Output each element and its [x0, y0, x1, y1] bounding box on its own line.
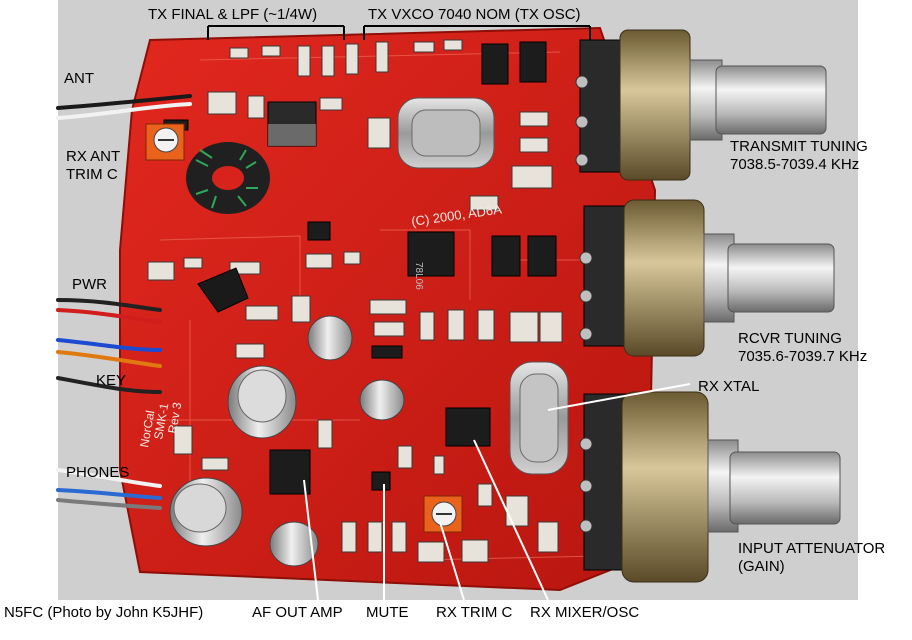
tx-crystal	[397, 97, 495, 169]
toroid-inductor	[186, 142, 270, 214]
transmit-tuning-label-line1: TRANSMIT TUNING	[730, 138, 868, 155]
input-attenuator-pot	[579, 391, 841, 583]
input-attenuator-label-line1: INPUT ATTENUATOR	[738, 540, 886, 557]
board-reg-text: 78L06	[413, 262, 424, 290]
wires	[56, 94, 192, 510]
transistor	[197, 267, 249, 313]
rcvr-tuning-label-line2: 7035.6-7039.7 KHz	[738, 348, 868, 365]
key-label: KEY	[96, 372, 127, 389]
phones-label: PHONES	[66, 464, 130, 481]
smd-components	[147, 39, 563, 563]
rcvr-tuning-pot	[579, 199, 835, 357]
rx-xtal-label: RX XTAL	[698, 378, 760, 395]
board-brand-text: NorCal	[137, 409, 157, 448]
tx-final-label: TX FINAL & LPF (~1/4W)	[148, 6, 318, 23]
rx-crystal	[509, 361, 569, 475]
rx-ant-trim-label-line2: TRIM C	[66, 166, 118, 183]
rx-ant-trim-cap	[145, 123, 185, 161]
tx-vxco-label: TX VXCO 7040 NOM (TX OSC)	[368, 6, 581, 23]
transmit-tuning-pot	[575, 29, 827, 181]
rx-trim-c-label: RX TRIM C	[436, 604, 513, 621]
rx-ant-trim-label-line1: RX ANT	[66, 148, 121, 165]
af-out-amp-label: AF OUT AMP	[252, 604, 343, 621]
mute-label: MUTE	[366, 604, 409, 621]
board-model-text: SMK-1	[151, 402, 171, 441]
transmit-tuning-label-line2: 7038.5-7039.4 KHz	[730, 156, 860, 173]
electrolytic-caps	[169, 315, 405, 567]
rcvr-tuning-label-line1: RCVR TUNING	[738, 330, 842, 347]
board-rev-text: Rev 3	[165, 401, 184, 435]
rx-mixer-osc-label: RX MIXER/OSC	[530, 604, 640, 621]
rx-trim-cap	[423, 495, 463, 533]
ant-label: ANT	[64, 70, 94, 87]
annotation-lines	[207, 25, 691, 601]
input-attenuator-label-line2: (GAIN)	[738, 558, 785, 575]
photo-credit: N5FC (Photo by John K5JHF)	[4, 604, 204, 621]
pwr-label: PWR	[72, 276, 107, 293]
